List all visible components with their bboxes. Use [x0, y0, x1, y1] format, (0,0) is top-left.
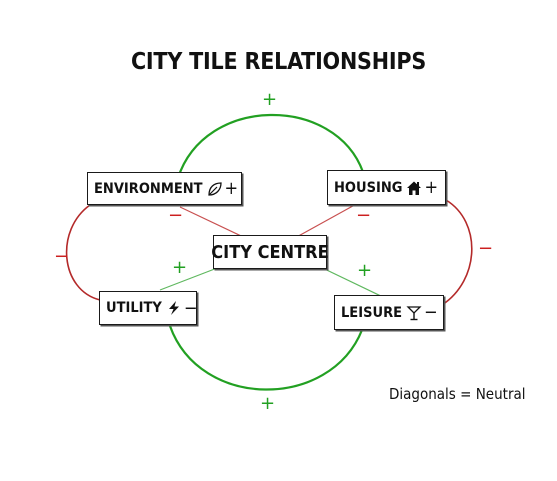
environment-centre-sign: − [168, 205, 184, 226]
environment-housing-sign: + [262, 89, 278, 110]
leisure-centre-sign: + [357, 260, 373, 281]
utility-leisure-sign: + [260, 393, 276, 414]
node-housing-label: HOUSING [334, 179, 403, 196]
node-city-centre-label: CITY CENTRE [211, 241, 329, 263]
environment-utility-sign: − [54, 246, 70, 267]
node-city-centre: CITY CENTRE [211, 235, 329, 269]
node-leisure-sign: − [424, 302, 438, 323]
connector-environment-utility [65, 204, 101, 301]
node-housing: HOUSING + [327, 170, 446, 205]
connector-utility-leisure [168, 325, 364, 391]
diagram-title: CITY TILE RELATIONSHIPS [130, 49, 427, 75]
node-leisure: LEISURE − [334, 295, 444, 330]
node-environment: ENVIRONMENT + [87, 172, 242, 205]
cocktail-icon [406, 305, 422, 321]
lightning-icon [166, 300, 182, 316]
connector-environment-housing [176, 113, 365, 179]
node-environment-label: ENVIRONMENT [94, 180, 203, 197]
housing-leisure-sign: − [478, 238, 494, 259]
node-utility: UTILITY − [99, 291, 197, 325]
node-environment-sign: + [224, 178, 239, 199]
utility-centre-sign: + [172, 257, 188, 278]
leaf-icon [207, 181, 223, 197]
node-utility-label: UTILITY [106, 300, 162, 316]
house-icon [406, 180, 422, 196]
node-housing-sign: + [424, 177, 439, 198]
node-utility-sign: − [183, 297, 198, 319]
node-leisure-label: LEISURE [341, 304, 403, 321]
connector-housing-leisure [441, 199, 473, 306]
diagonals-note: Diagonals = Neutral [389, 385, 526, 403]
housing-centre-sign: − [356, 205, 372, 226]
